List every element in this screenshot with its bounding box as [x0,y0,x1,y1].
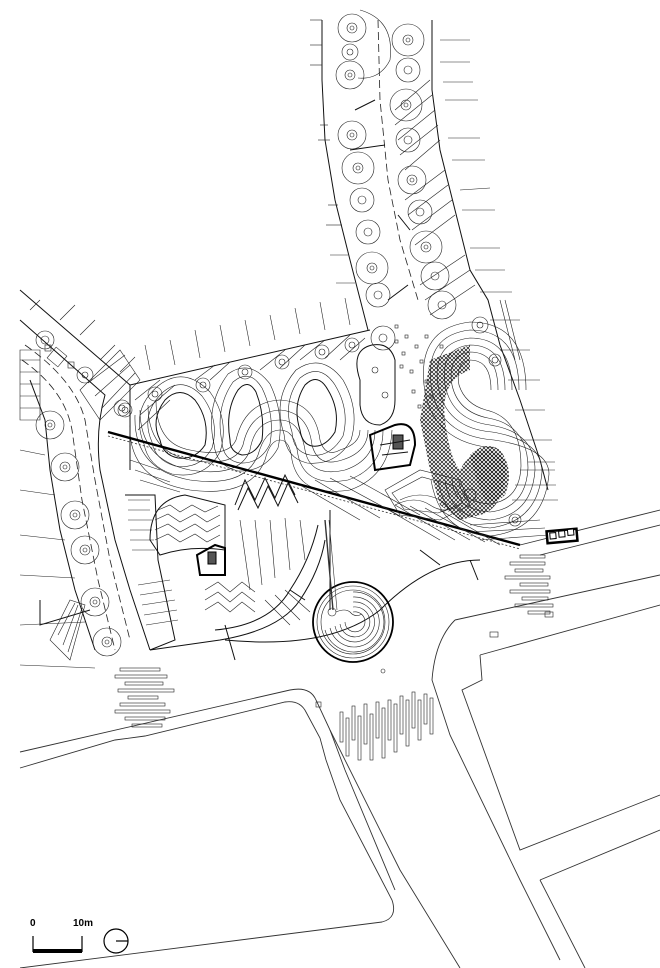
boulevard [310,9,555,491]
road-curbs [19,509,660,968]
tree-row-left [335,9,396,351]
teardrop-lobes [129,344,417,511]
wave-garden [125,494,481,661]
tree-row-right [389,23,489,334]
scale-start-label: 0 [30,918,36,929]
diagonal-track [107,430,521,550]
s-curve-spiral [394,299,558,541]
left-street [19,289,175,728]
scale-end-label: 10m [73,918,94,929]
crosswalk-left [114,667,175,728]
north-arrow-circle-icon [103,928,129,954]
kiosk-block [545,527,579,545]
interlaced-garden [384,469,471,521]
labyrinth-circle [312,519,394,674]
left-street-trees [35,330,131,657]
crosswalk-right [504,554,554,615]
scale-bar [32,936,83,953]
crosswalk-center [339,691,434,761]
plaza-paving [117,297,371,493]
